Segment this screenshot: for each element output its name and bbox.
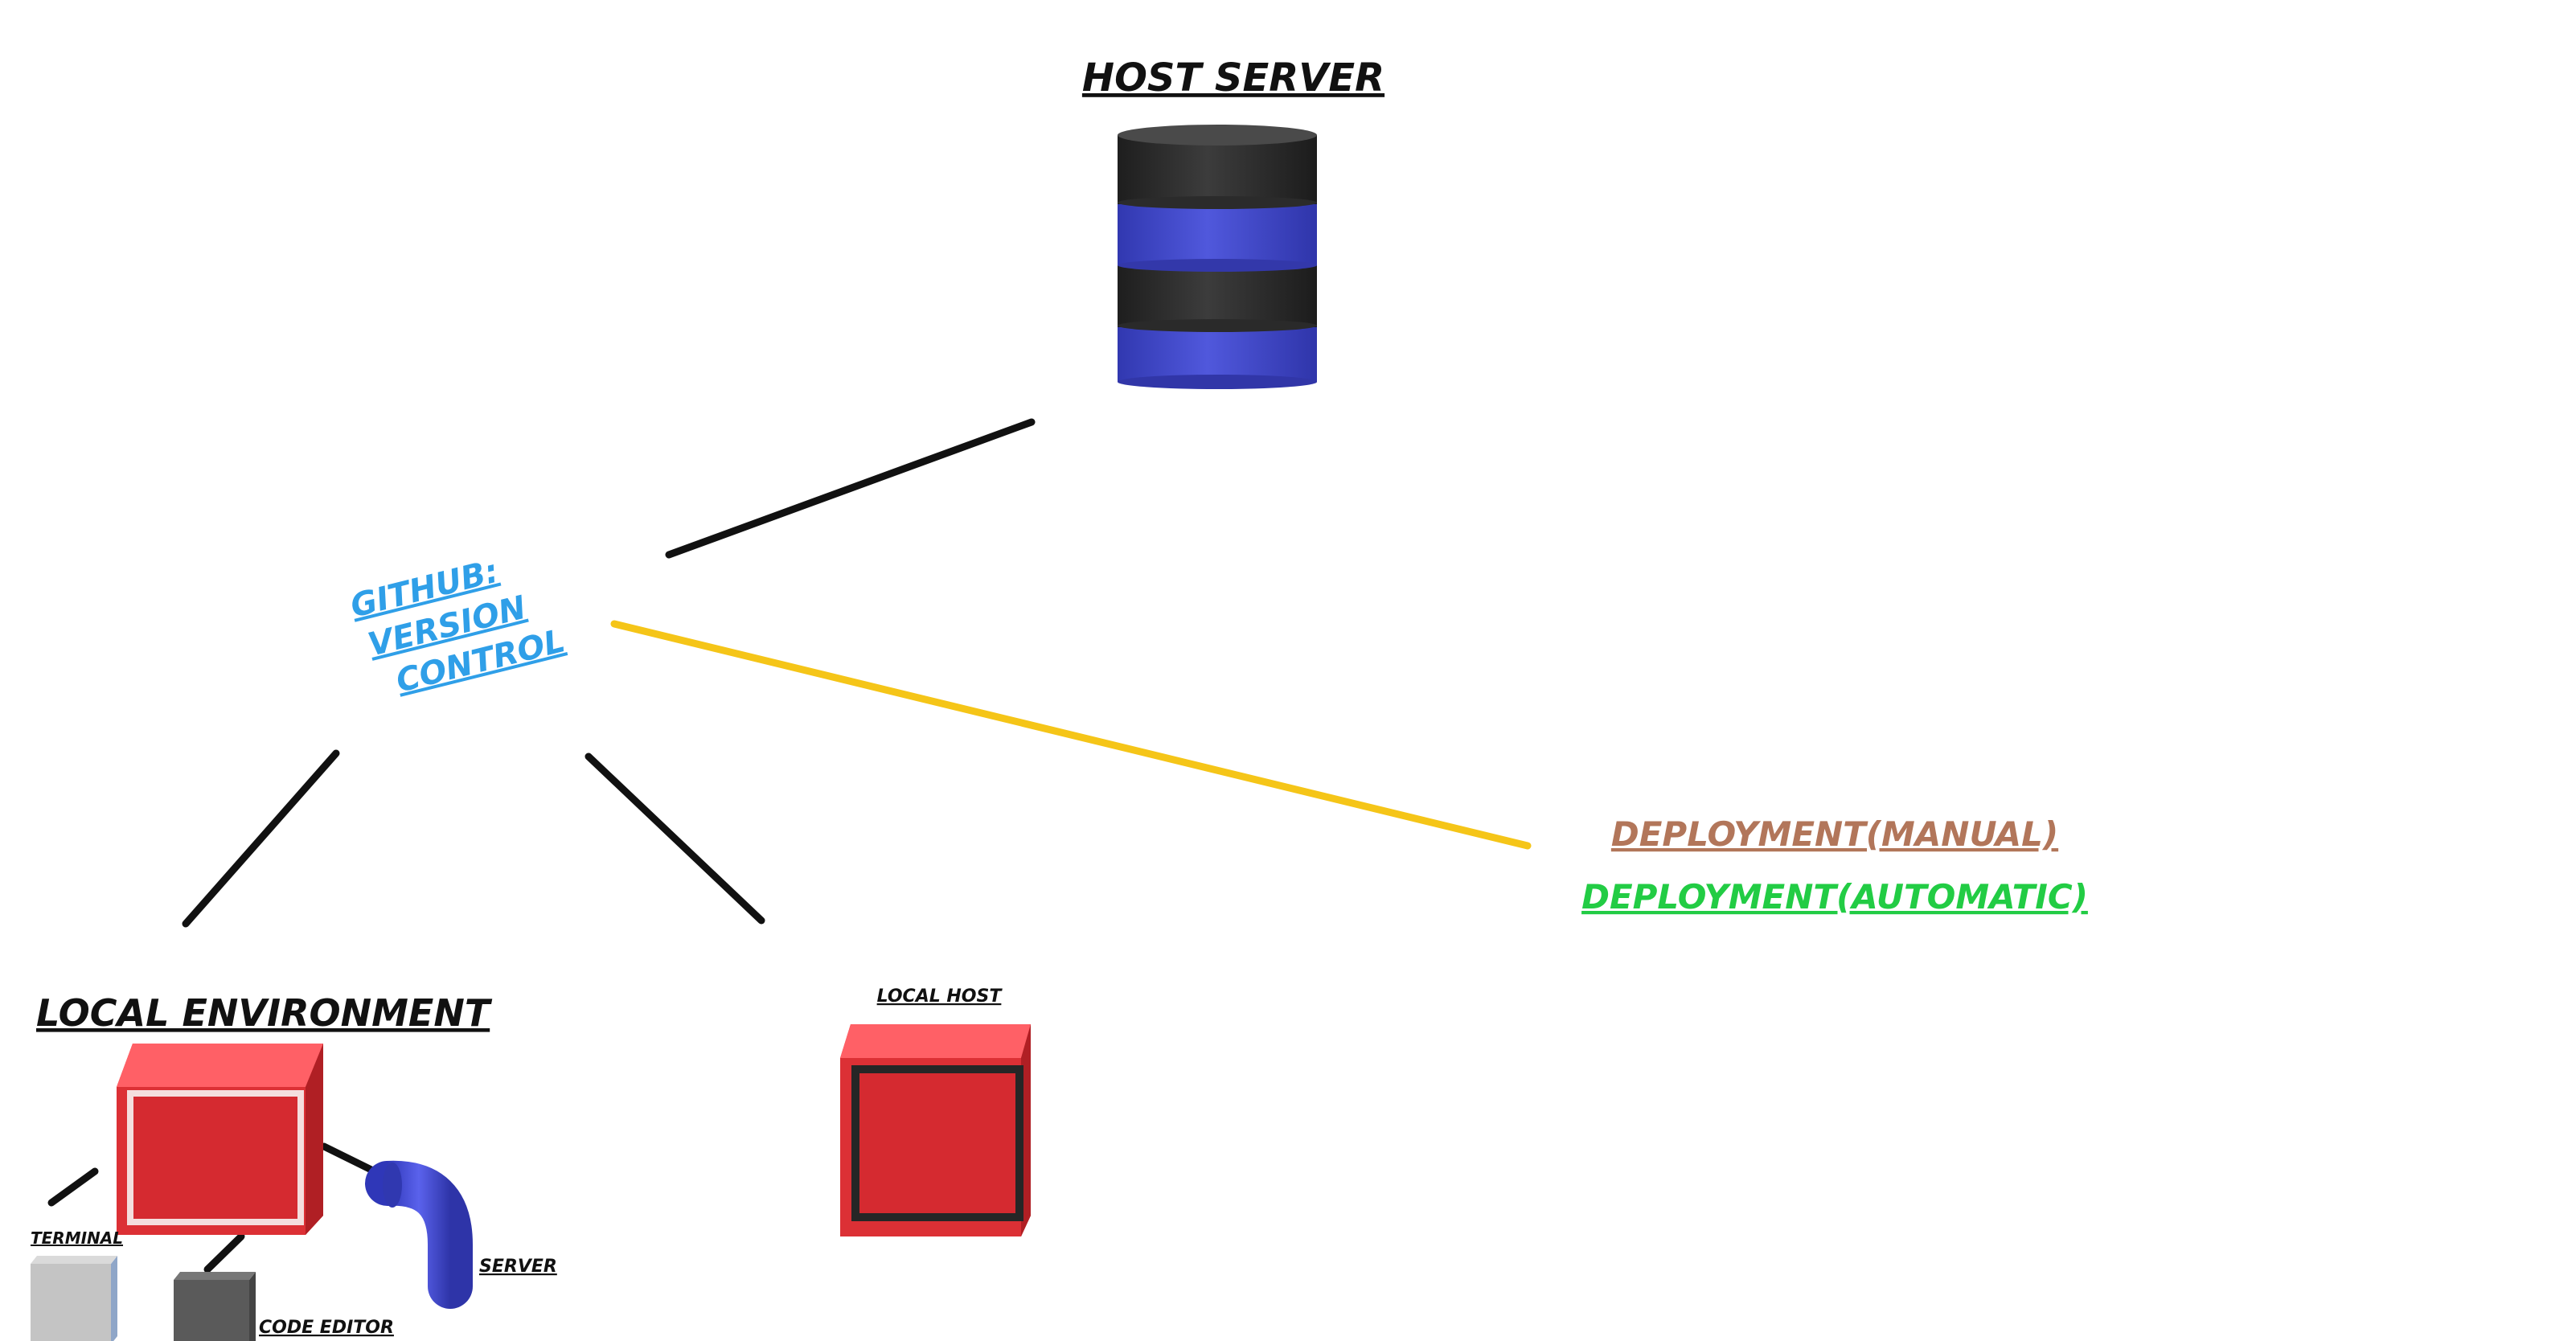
server-pipe-icon bbox=[365, 1160, 473, 1309]
local-host-label: LOCAL HOST bbox=[877, 986, 1003, 1007]
local-environment-label: LOCAL ENVIRONMENT bbox=[36, 991, 493, 1035]
server-label: SERVER bbox=[479, 1257, 557, 1277]
host-server-label: HOST SERVER bbox=[1082, 55, 1384, 100]
code-editor-icon bbox=[174, 1272, 256, 1341]
edge-github-to-host-server bbox=[665, 418, 1036, 559]
edge-local-env-to-terminal bbox=[47, 1167, 99, 1207]
terminal-label: TERMINAL bbox=[31, 1228, 123, 1248]
terminal-icon bbox=[31, 1256, 117, 1341]
local-environment-monitor-icon bbox=[117, 1044, 323, 1235]
edge-github-to-local-environment bbox=[182, 749, 340, 928]
edge-local-env-to-code-editor bbox=[203, 1232, 245, 1273]
local-host-box-icon bbox=[840, 1024, 1031, 1236]
legend-deployment-manual: DEPLOYMENT(MANUAL) bbox=[1611, 814, 2058, 854]
code-editor-label: CODE EDITOR bbox=[259, 1318, 394, 1338]
database-icon bbox=[1118, 125, 1317, 389]
edge-github-to-host-server-automatic bbox=[610, 620, 1532, 850]
github-label: GITHUB: VERSION CONTROL bbox=[347, 553, 568, 700]
legend-deployment-automatic: DEPLOYMENT(AUTOMATIC) bbox=[1581, 877, 2088, 917]
edge-github-to-local-host bbox=[585, 753, 765, 925]
